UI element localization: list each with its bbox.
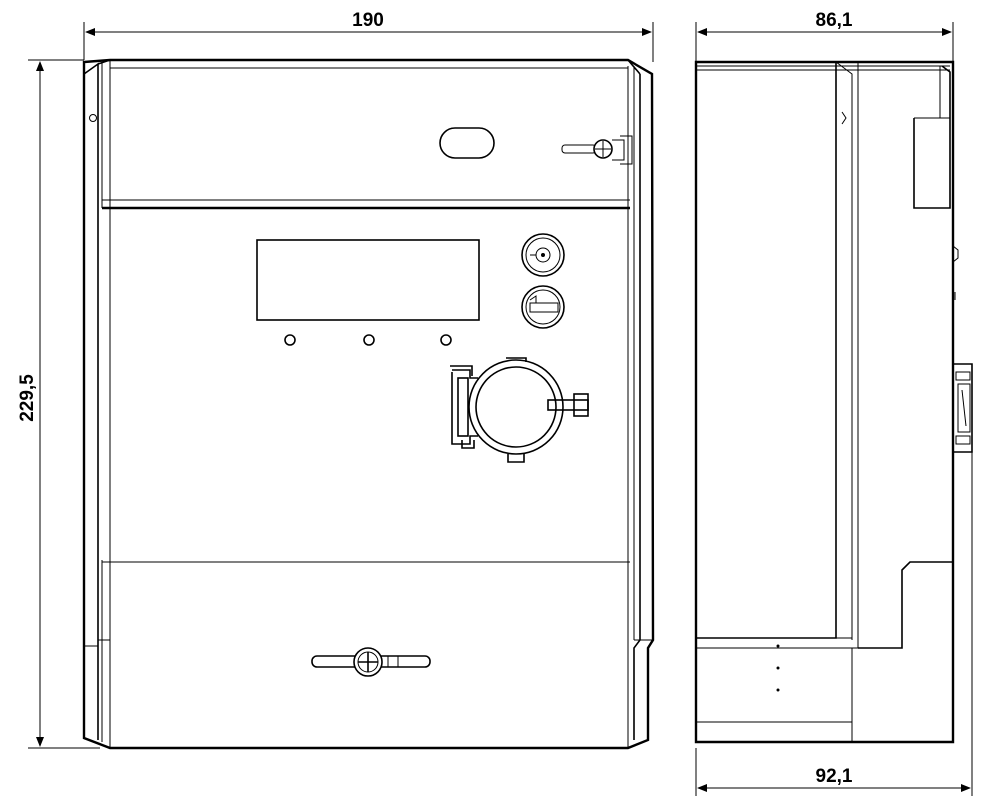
seal-screw-top-icon [561, 135, 633, 165]
oval-window [439, 127, 495, 159]
left-rail [83, 62, 99, 740]
led-indicator-1-icon [284, 334, 296, 346]
front-view: 190 229,5 [17, 10, 655, 750]
reset-button-icon[interactable] [521, 285, 565, 329]
din-clip-icon [953, 363, 973, 453]
display-button-icon[interactable] [521, 233, 565, 277]
base-profile [858, 561, 953, 649]
right-rail [633, 74, 641, 740]
seal-screw-bottom-icon [311, 647, 431, 677]
mounting-hole-icon [89, 114, 97, 122]
depth-dimension-top-label: 86,1 [816, 10, 853, 31]
side-view: 86,1 92,1 [694, 10, 973, 796]
housing-outline [82, 58, 655, 750]
led-indicator-3-icon [440, 334, 452, 346]
depth-dimension-bottom-label: 92,1 [816, 766, 853, 787]
front-cover-profile [696, 61, 837, 639]
width-dimension-label: 190 [352, 10, 384, 31]
height-dimension-label: 229,5 [17, 374, 38, 422]
top-block [913, 65, 951, 209]
lcd-display [256, 239, 480, 321]
led-indicator-2-icon [363, 334, 375, 346]
optical-port-icon [450, 357, 589, 463]
side-housing-outline [694, 60, 955, 744]
